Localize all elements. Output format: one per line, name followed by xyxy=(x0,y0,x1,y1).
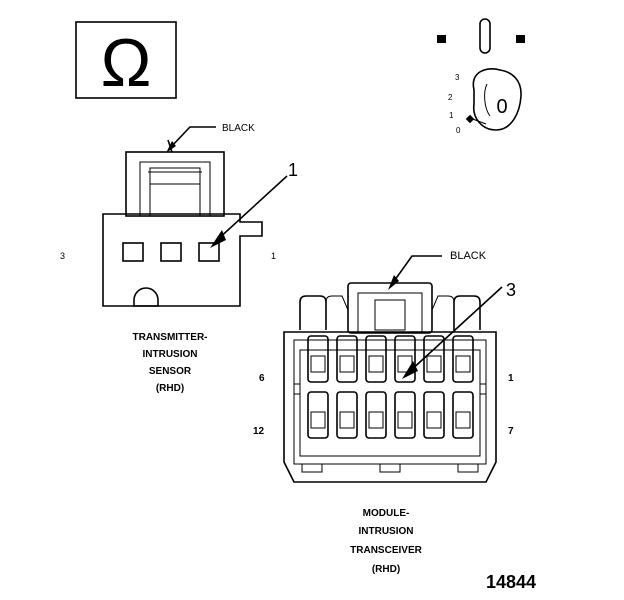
transmitter-caption-line-1: TRANSMITTER- xyxy=(133,332,208,343)
transceiver-caption-line-1: MODULE- xyxy=(363,508,410,519)
transceiver-connector: BLACK 3 6 1 12 7 xyxy=(253,250,516,483)
transceiver-callout-number: 3 xyxy=(506,280,516,300)
ohmmeter-symbol: Ω xyxy=(75,21,177,101)
transceiver-pin-1: 1 xyxy=(508,373,514,384)
transceiver-pin-6: 6 xyxy=(259,373,265,384)
transceiver-caption-line-4: (RHD) xyxy=(372,564,400,575)
transceiver-caption-line-2: INTRUSION xyxy=(359,526,414,537)
ignition-position-0: 0 xyxy=(456,126,461,135)
transceiver-caption-line-3: TRANSCEIVER xyxy=(350,545,422,556)
ignition-switch-symbol: 0 3 2 1 0 xyxy=(437,18,525,135)
ohm-icon: Ω xyxy=(101,25,152,101)
transceiver-caption: MODULE- INTRUSION TRANSCEIVER (RHD) xyxy=(350,508,422,575)
transceiver-connector-color: BLACK xyxy=(450,250,487,262)
transmitter-pin-left: 3 xyxy=(60,251,65,261)
ignition-key-label: 0 xyxy=(496,96,507,118)
cavity-row-bottom xyxy=(307,391,474,439)
transmitter-callout-number: 1 xyxy=(288,160,298,180)
cavity-row-top xyxy=(307,335,474,383)
ignition-position-2: 2 xyxy=(448,93,453,102)
transmitter-caption-line-4: (RHD) xyxy=(156,383,184,394)
transmitter-connector-color: BLACK xyxy=(222,123,255,134)
transmitter-connector: BLACK 1 3 1 xyxy=(60,123,298,307)
transmitter-caption: TRANSMITTER- INTRUSION SENSOR (RHD) xyxy=(133,332,208,394)
figure-number: 14844 xyxy=(486,572,536,592)
transmitter-caption-line-3: SENSOR xyxy=(149,366,192,377)
transceiver-pin-12: 12 xyxy=(253,426,265,437)
ignition-position-1: 1 xyxy=(449,111,454,120)
transceiver-pin-7: 7 xyxy=(508,426,514,437)
transmitter-caption-line-2: INTRUSION xyxy=(143,349,198,360)
ignition-position-3: 3 xyxy=(455,73,460,82)
transmitter-pin-right: 1 xyxy=(271,251,276,261)
